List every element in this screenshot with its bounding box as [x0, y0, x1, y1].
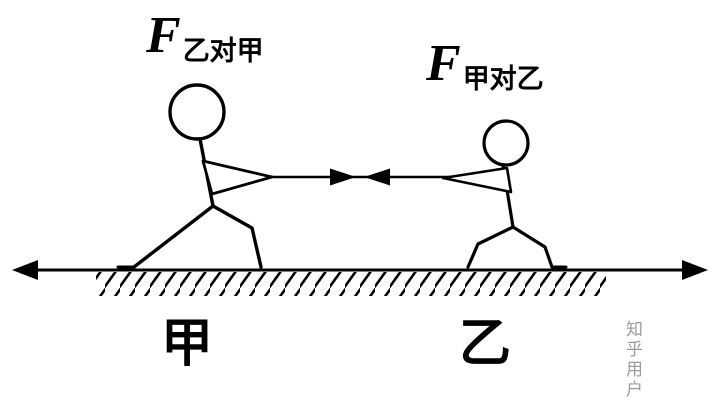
force-label-on-jia: F乙对甲 — [146, 7, 264, 66]
ground-hatching — [96, 272, 606, 296]
yi-head — [482, 119, 530, 167]
person-label-jia: 甲 — [160, 314, 213, 374]
force-label-on-yi: F甲对乙 — [426, 35, 544, 94]
jia-arms — [201, 159, 274, 196]
watermark-text: 知乎用户 — [622, 320, 642, 400]
yi-arms — [441, 166, 513, 194]
force-subscript: 甲对乙 — [462, 64, 544, 95]
yi-front-leg — [466, 225, 515, 269]
yi-back-leg — [511, 225, 554, 269]
force-arrow-on-yi-icon — [364, 168, 390, 186]
jia-front-leg — [211, 204, 263, 269]
force-subscript: 乙对甲 — [182, 36, 264, 67]
force-symbol: F — [426, 35, 461, 92]
force-symbol: F — [146, 7, 181, 64]
jia-head — [168, 83, 226, 141]
person-label-yi: 乙 — [458, 314, 511, 374]
jia-back-leg — [132, 204, 215, 269]
stick-figure-yi — [441, 119, 568, 269]
ground-arrow-left-icon — [12, 260, 38, 280]
ground-arrow-right-icon — [682, 260, 708, 280]
ground-line — [12, 260, 708, 280]
force-arrow-on-jia-icon — [330, 168, 356, 186]
stick-figure-jia — [116, 83, 274, 269]
